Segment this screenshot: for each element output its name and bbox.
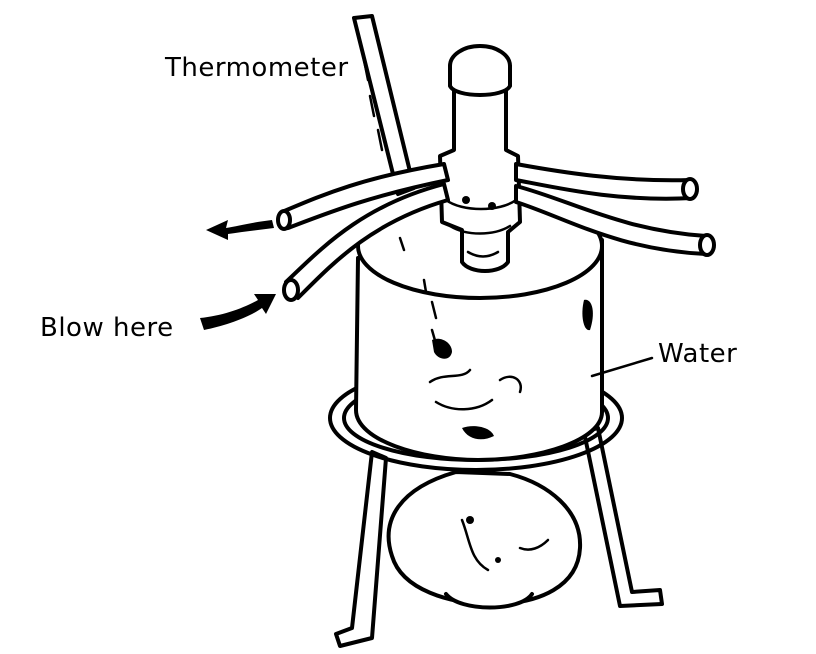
flask-bulb <box>386 470 583 610</box>
thermometer-label: Thermometer <box>164 53 349 83</box>
inlet-tube-left-lower <box>282 182 450 302</box>
water-pointer-line <box>590 356 654 378</box>
tube-right-lower <box>514 184 716 257</box>
outlet-tube-left-upper <box>276 162 450 231</box>
blow-here-label: Blow here <box>40 313 174 343</box>
outflow-arrow <box>206 220 274 240</box>
tube-right-upper <box>514 162 699 201</box>
thermometer <box>352 14 416 196</box>
blow-here-arrow <box>200 294 276 330</box>
water-label: Water <box>658 339 737 369</box>
